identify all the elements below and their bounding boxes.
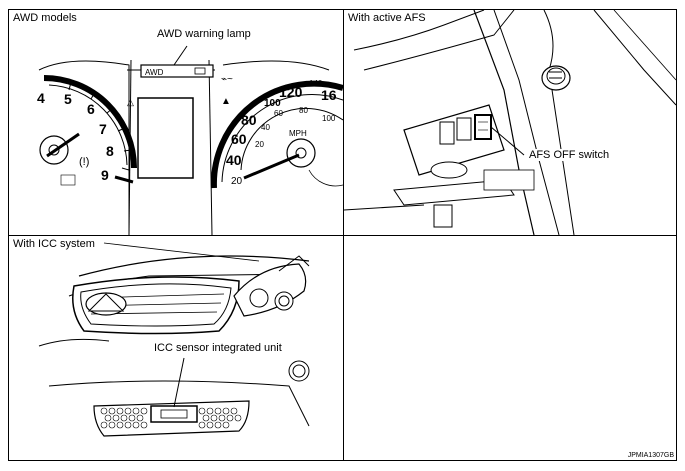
- tach-label: 4: [37, 90, 45, 106]
- telltale-icon: [60, 174, 76, 186]
- mph-inner-label: 60: [274, 109, 283, 118]
- awd-lamp-text: AWD: [145, 68, 164, 77]
- awd-callout-leader: [173, 45, 188, 66]
- tpms-icon: (!): [79, 156, 89, 168]
- speed-label: 80: [241, 112, 257, 128]
- speed-label: 60: [231, 131, 247, 147]
- panel-divider-horizontal: [9, 235, 676, 236]
- panel-title: AWD models: [13, 12, 77, 24]
- speed-label-outer: 120: [279, 84, 303, 100]
- column-knob: [541, 65, 571, 91]
- tachometer-arc: [43, 75, 137, 169]
- panel-active-afs: With active AFS AFS OFF switch: [344, 10, 676, 235]
- afs-off-switch-callout: AFS OFF switch: [529, 149, 610, 161]
- tach-label: 9: [101, 167, 109, 183]
- oil-pressure-icon: ⌁~: [221, 74, 233, 85]
- vehicle-front-illustration: [38, 242, 310, 437]
- figure-sheet: 4 5 6 7 8 9 (!) △ AWD ⌁~: [8, 9, 677, 461]
- master-warning-icon: ▲: [221, 96, 231, 107]
- speed-label-outer: 140: [309, 79, 323, 88]
- speed-label: 20: [231, 176, 243, 187]
- icc-sensor-callout: ICC sensor integrated unit: [154, 342, 282, 354]
- tach-label: 5: [64, 91, 72, 107]
- mph-unit: MPH: [289, 129, 307, 138]
- tach-label: 7: [99, 121, 107, 137]
- tach-label: 6: [87, 101, 95, 117]
- document-id: JPMIA1307GB: [627, 452, 674, 459]
- instrument-cluster-illustration: 4 5 6 7 8 9 (!) △ AWD ⌁~: [37, 45, 343, 235]
- speed-label-outer: 16: [321, 87, 337, 103]
- headlamp: [233, 263, 307, 317]
- afs-callout-leader: [490, 126, 525, 156]
- dashboard-switch-illustration: [344, 10, 676, 235]
- mph-inner-label: 40: [261, 123, 270, 132]
- panel-empty: JPMIA1307GB: [344, 236, 676, 460]
- tach-label: 8: [106, 143, 114, 159]
- center-display: [137, 97, 194, 179]
- speed-label: 40: [226, 152, 242, 168]
- panel-icc-system: With ICC system ICC sensor integrated un…: [9, 236, 343, 460]
- mph-inner-label: 80: [299, 106, 308, 115]
- panel-title: With active AFS: [348, 12, 426, 24]
- speedometer-arc: [210, 80, 343, 189]
- panel-title: With ICC system: [13, 238, 95, 250]
- panel-awd-models: 4 5 6 7 8 9 (!) △ AWD ⌁~: [9, 10, 343, 235]
- mph-inner-label: 20: [255, 140, 264, 149]
- battery-icon: [194, 67, 206, 75]
- afs-off-switch: [474, 114, 492, 140]
- icc-callout-leader: [173, 357, 185, 408]
- awd-warning-lamp-callout: AWD warning lamp: [157, 28, 251, 40]
- pedal: [433, 204, 453, 228]
- speed-label-outer: 100: [264, 98, 281, 109]
- mph-inner-label: 100: [322, 114, 336, 123]
- front-grille: [72, 276, 240, 335]
